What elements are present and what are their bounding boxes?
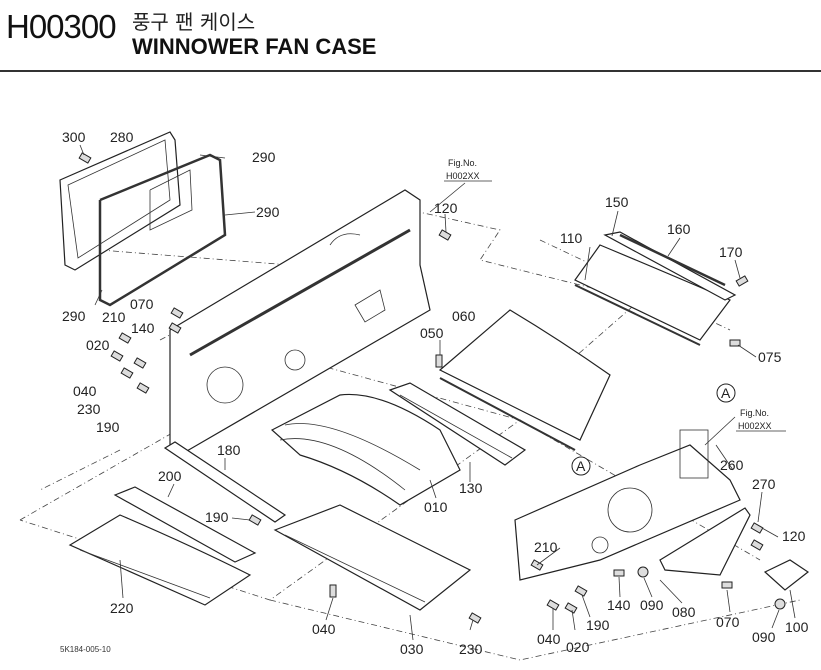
bracket-100 (763, 559, 810, 591)
right-frame-plate (514, 429, 741, 581)
shutter-assembly (574, 231, 737, 346)
part-label: 280 (110, 129, 134, 145)
part-label: 150 (605, 194, 629, 210)
part-label: 300 (62, 129, 86, 145)
part-label: 130 (459, 480, 483, 496)
support-rails (113, 441, 287, 563)
part-label: 020 (566, 639, 590, 655)
part-label: 270 (752, 476, 776, 492)
page-title: WINNOWER FAN CASE (132, 34, 377, 59)
callout-marker-a-lower: A (571, 456, 591, 476)
fan-housing-drum (270, 393, 461, 506)
main-side-plate (169, 189, 431, 456)
part-label: 140 (131, 320, 155, 336)
part-label: 180 (217, 442, 241, 458)
side-cover-panel (59, 131, 227, 307)
fig-ref-top-number: H002XX (446, 171, 480, 181)
part-label: 060 (452, 308, 476, 324)
part-label: 100 (785, 619, 809, 635)
page-title-korean: 풍구 팬 케이스 (132, 10, 256, 34)
fig-ref-top-label: Fig.No. (448, 158, 477, 168)
fig-ref-top: Fig.No. H002XX (444, 158, 492, 182)
part-label: 140 (607, 597, 631, 613)
part-label: 230 (77, 401, 101, 417)
part-label: 075 (758, 349, 782, 365)
fig-ref-right-number: H002XX (738, 421, 772, 431)
upper-cover (438, 309, 611, 451)
svg-text:A: A (576, 458, 586, 474)
fig-ref-right-label: Fig.No. (740, 408, 769, 418)
part-label: 040 (73, 383, 97, 399)
part-label: 200 (158, 468, 182, 484)
part-label: 070 (130, 296, 154, 312)
side-cover-260 (659, 507, 751, 576)
part-label: 040 (537, 631, 561, 647)
part-label: 290 (62, 308, 86, 324)
leader-lines (79, 144, 796, 641)
fasteners (78, 152, 786, 624)
header-divider (0, 70, 821, 72)
svg-text:A: A (721, 385, 731, 401)
page-code: H00300 (6, 8, 117, 45)
deflector-plate (388, 382, 527, 466)
part-label: 190 (586, 617, 610, 633)
bottom-trays (68, 504, 472, 611)
part-label: 020 (86, 337, 110, 353)
part-label: 260 (720, 457, 744, 473)
part-label: 170 (719, 244, 743, 260)
part-label: 290 (252, 149, 276, 165)
part-label: 220 (110, 600, 134, 616)
part-label: 290 (256, 204, 280, 220)
part-label: 210 (102, 309, 126, 325)
part-label: 110 (560, 230, 583, 246)
part-label: 050 (420, 325, 444, 341)
part-label: 160 (667, 221, 691, 237)
sheet-code: 5K184-005-10 (60, 645, 111, 654)
part-label: 190 (205, 509, 229, 525)
part-label: 120 (782, 528, 806, 544)
part-label: 090 (752, 629, 776, 645)
part-label: 010 (424, 499, 448, 515)
part-label: 190 (96, 419, 120, 435)
fig-ref-right: Fig.No. H002XX (736, 408, 786, 432)
callout-marker-a-top: A (716, 383, 736, 403)
part-label: 230 (459, 641, 483, 657)
part-label: 090 (640, 597, 664, 613)
part-number-labels: 300 280 290 290 290 120 150 160 110 170 … (62, 129, 809, 657)
part-label: 080 (672, 604, 696, 620)
part-label: 120 (434, 200, 458, 216)
part-label: 040 (312, 621, 336, 637)
part-label: 210 (534, 539, 558, 555)
part-label: 070 (716, 614, 740, 630)
part-label: 030 (400, 641, 424, 657)
